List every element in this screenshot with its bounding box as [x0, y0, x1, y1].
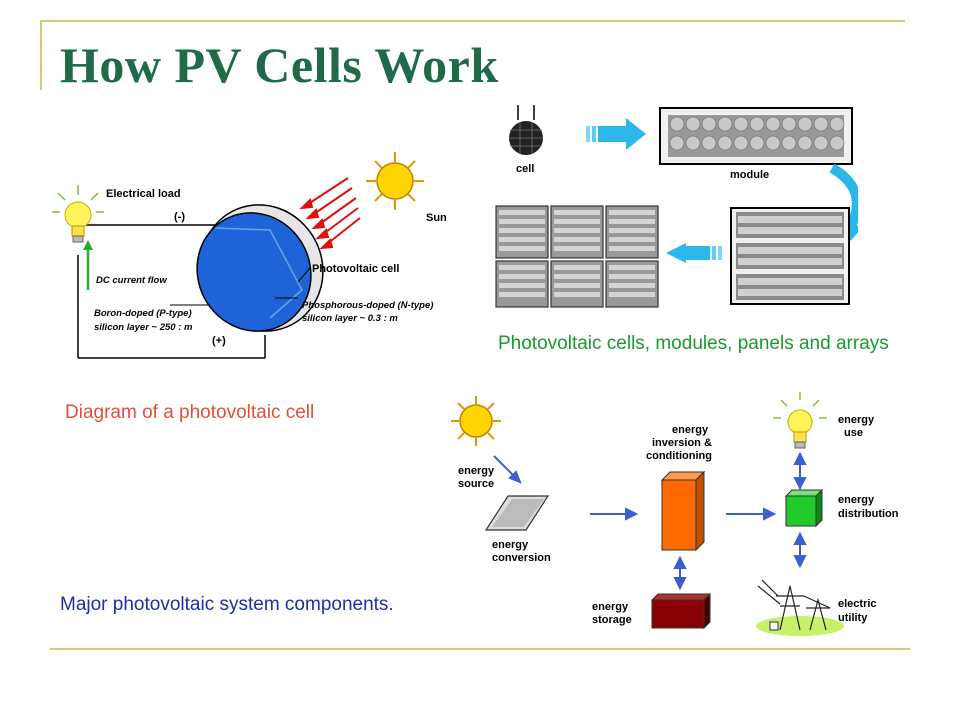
energy-inverter-box — [660, 470, 706, 552]
p-type-label-line2: silicon layer ~ 250 : m — [94, 322, 193, 333]
flow-arrows — [493, 451, 807, 591]
negative-terminal-label: (-) — [174, 211, 185, 223]
top-rule — [40, 20, 905, 22]
cell-label: cell — [516, 163, 534, 175]
energy-inversion-line2: inversion & — [652, 437, 712, 449]
energy-storage-line1: energy — [592, 601, 629, 613]
energy-storage-box — [650, 592, 712, 630]
arrow-panel-to-array — [666, 243, 722, 263]
electric-utility-line2: utility — [838, 612, 868, 624]
single-cell — [509, 105, 543, 155]
energy-conversion-line2: conversion — [492, 552, 551, 564]
side-rule — [40, 20, 42, 90]
module-panel — [659, 107, 853, 165]
system-caption: Major photovoltaic system components. — [60, 594, 394, 615]
energy-distribution-line1: energy — [838, 494, 875, 506]
sun-label: Sun — [426, 212, 447, 224]
energy-source-line2: source — [458, 478, 494, 490]
circuit-wires — [77, 224, 266, 359]
energy-source-line1: energy — [458, 465, 495, 477]
energy-distribution-box — [784, 488, 824, 528]
electrical-load-label: Electrical load — [106, 188, 181, 200]
p-type-label-line1: Boron-doped (P-type) — [94, 308, 192, 319]
electric-utility-line1: electric — [838, 598, 877, 610]
bottom-rule — [50, 648, 910, 650]
energy-use-bulb-icon — [773, 392, 827, 449]
system-diagram: energy source energy conversion energy i… — [451, 392, 899, 636]
slide-title: How PV Cells Work — [60, 37, 499, 93]
energy-storage-line2: storage — [592, 614, 632, 626]
modules-caption: Photovoltaic cells, modules, panels and … — [498, 333, 889, 354]
arrow-cell-to-module — [586, 118, 646, 150]
array-grid — [495, 205, 659, 308]
sun-icon — [366, 152, 424, 210]
solar-cell-disk — [196, 204, 324, 332]
module-label: module — [730, 169, 769, 181]
positive-terminal-label: (+) — [212, 335, 226, 347]
modules-diagram: cell module — [495, 105, 858, 308]
energy-source-sun-icon — [451, 396, 501, 446]
n-type-label-line2: silicon layer ~ 0.3 : m — [302, 313, 398, 324]
energy-conversion-line1: energy — [492, 539, 529, 551]
current-flow-arrow — [83, 240, 93, 290]
pv-cell-caption: Diagram of a photovoltaic cell — [65, 402, 315, 423]
dc-current-flow-label: DC current flow — [96, 275, 167, 286]
light-bulb-icon — [52, 185, 104, 243]
energy-use-line2: use — [844, 427, 863, 439]
sun-rays — [299, 177, 361, 250]
label-pointers — [170, 267, 311, 306]
n-type-label-line1: Phosphorous-doped (N-type) — [302, 300, 433, 311]
panel-stack — [730, 207, 850, 305]
photovoltaic-cell-label: Photovoltaic cell — [312, 263, 399, 275]
energy-distribution-line2: distribution — [838, 508, 899, 520]
electric-utility-icon — [756, 579, 844, 636]
pv-cell-diagram: Electrical load (-) (+) Sun Photovoltaic… — [52, 152, 447, 359]
energy-inversion-line1: energy — [672, 424, 709, 436]
energy-inversion-line3: conditioning — [646, 450, 712, 462]
energy-use-line1: energy — [838, 414, 875, 426]
energy-conversion-panel — [484, 495, 550, 531]
